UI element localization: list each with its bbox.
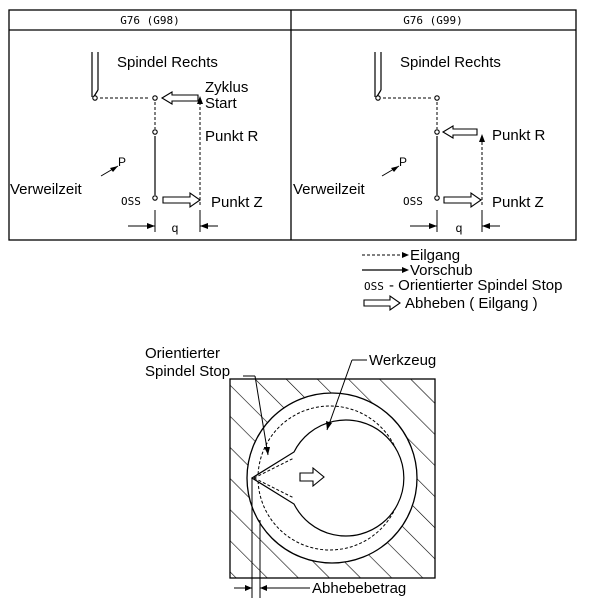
legend-rapid-label: Eilgang bbox=[410, 247, 460, 264]
panel-1-point-z-label: Punkt Z bbox=[211, 194, 263, 211]
panels-frame bbox=[8, 9, 577, 241]
panel-1-p-label: P bbox=[118, 155, 126, 169]
panel-2-spindle-label: Spindel Rechts bbox=[400, 54, 501, 71]
panel-2-point-z-label: Punkt Z bbox=[492, 194, 544, 211]
bottom-oss-label-1: Orientierter bbox=[145, 345, 220, 362]
bottom-oss-label-2: Spindel Stop bbox=[145, 363, 230, 380]
legend-oss-symbol: OSS bbox=[364, 280, 384, 293]
legend-retract-label: Abheben ( Eilgang ) bbox=[405, 295, 538, 312]
panel-1-oss-label: OSS bbox=[121, 195, 141, 208]
bottom-tool-label: Werkzeug bbox=[369, 352, 436, 369]
panel-1-start-label-1: Zyklus bbox=[205, 79, 248, 96]
panel-1-drawing bbox=[91, 52, 218, 232]
panel-2-header: G76 (G99) bbox=[403, 14, 463, 27]
panel-1-point-r-label: Punkt R bbox=[205, 128, 259, 145]
panel-2-nodes bbox=[375, 95, 440, 201]
panel-2-p-label: P bbox=[399, 155, 407, 169]
bottom-shift-label: Abhebebetrag bbox=[312, 580, 406, 597]
panel-1-start-label-2: Start bbox=[205, 95, 238, 112]
panel-2-dwell-label: Verweilzeit bbox=[293, 181, 366, 198]
panel-2-oss-label: OSS bbox=[403, 195, 423, 208]
tool-section bbox=[234, 359, 405, 598]
panel-2-point-r-label: Punkt R bbox=[492, 127, 546, 144]
panel-1-header: G76 (G98) bbox=[120, 14, 180, 27]
panel-1-q-label: q bbox=[172, 221, 179, 235]
panel-2-drawing bbox=[374, 52, 500, 232]
panel-1-dwell-label: Verweilzeit bbox=[10, 181, 83, 198]
panel-2-q-label: q bbox=[456, 221, 463, 235]
panel-1-spindle-label: Spindel Rechts bbox=[117, 54, 218, 71]
panel-1-nodes bbox=[92, 95, 158, 201]
legend-feed-label: Vorschub bbox=[410, 262, 473, 279]
legend bbox=[362, 252, 409, 312]
legend-oss-label: - Orientierter Spindel Stop bbox=[389, 277, 562, 294]
